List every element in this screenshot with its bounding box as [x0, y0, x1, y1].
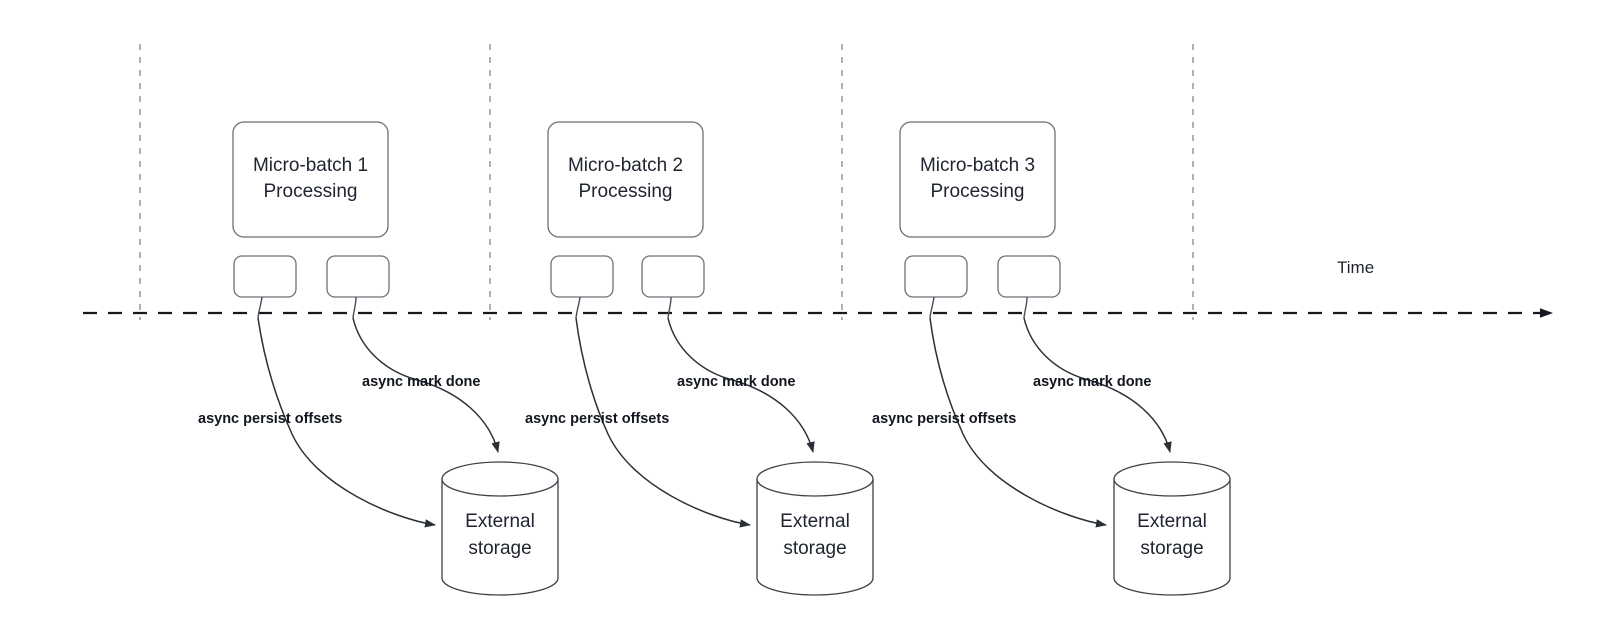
connector-3-mark — [1023, 296, 1028, 319]
task-box-1-mark[interactable] — [326, 255, 390, 298]
connector-1-persist — [257, 296, 263, 319]
storage-2-line2: storage — [783, 538, 846, 559]
storage-2-line1: External — [780, 511, 850, 532]
storage-3-line1: External — [1137, 511, 1207, 532]
process-box-3-line2: Processing — [931, 181, 1025, 202]
storage-cylinder-2[interactable] — [756, 461, 874, 596]
process-box-1-line1: Micro-batch 1 — [253, 155, 368, 176]
storage-cylinder-3[interactable] — [1113, 461, 1231, 596]
flow-arrow-3-mark-done — [1023, 317, 1172, 453]
storage-cylinder-1[interactable] — [441, 461, 559, 596]
process-box-1[interactable] — [232, 121, 389, 238]
connector-2-mark — [667, 296, 672, 319]
connector-2-persist — [575, 296, 581, 319]
group-3: Micro-batch 3 Processing async persist o… — [872, 121, 1231, 596]
task-box-2-persist[interactable] — [550, 255, 614, 298]
edge-label-3-mark-done: async mark done — [1033, 374, 1151, 390]
flow-arrow-2-persist-offsets — [575, 317, 751, 528]
timeline-axis: Time — [83, 258, 1553, 318]
process-box-2-line1: Micro-batch 2 — [568, 155, 683, 176]
edge-label-1-mark-done: async mark done — [362, 374, 480, 390]
storage-1-line1: External — [465, 511, 535, 532]
process-box-2[interactable] — [547, 121, 704, 238]
process-box-1-line2: Processing — [264, 181, 358, 202]
storage-3-line2: storage — [1140, 538, 1203, 559]
group-1: Micro-batch 1 Processing async persist o… — [198, 121, 559, 596]
group-2: Micro-batch 2 Processing async persist o… — [525, 121, 874, 596]
task-box-3-mark[interactable] — [997, 255, 1061, 298]
connector-3-persist — [929, 296, 935, 319]
edge-label-2-persist-offsets: async persist offsets — [525, 411, 669, 427]
flow-arrow-2-mark-done — [667, 317, 815, 453]
edge-label-1-persist-offsets: async persist offsets — [198, 411, 342, 427]
task-box-3-persist[interactable] — [904, 255, 968, 298]
connector-1-mark — [352, 296, 357, 319]
storage-1-line2: storage — [468, 538, 531, 559]
process-box-3-line1: Micro-batch 3 — [920, 155, 1035, 176]
timeline-axis-label: Time — [1337, 258, 1374, 277]
task-box-1-persist[interactable] — [233, 255, 297, 298]
flow-arrow-3-persist-offsets — [929, 317, 1107, 528]
process-box-3[interactable] — [899, 121, 1056, 238]
flow-arrow-1-mark-done — [352, 317, 500, 453]
edge-label-2-mark-done: async mark done — [677, 374, 795, 390]
flow-arrow-1-persist-offsets — [257, 317, 436, 528]
process-box-2-line2: Processing — [579, 181, 673, 202]
task-box-2-mark[interactable] — [641, 255, 705, 298]
edge-label-3-persist-offsets: async persist offsets — [872, 411, 1016, 427]
